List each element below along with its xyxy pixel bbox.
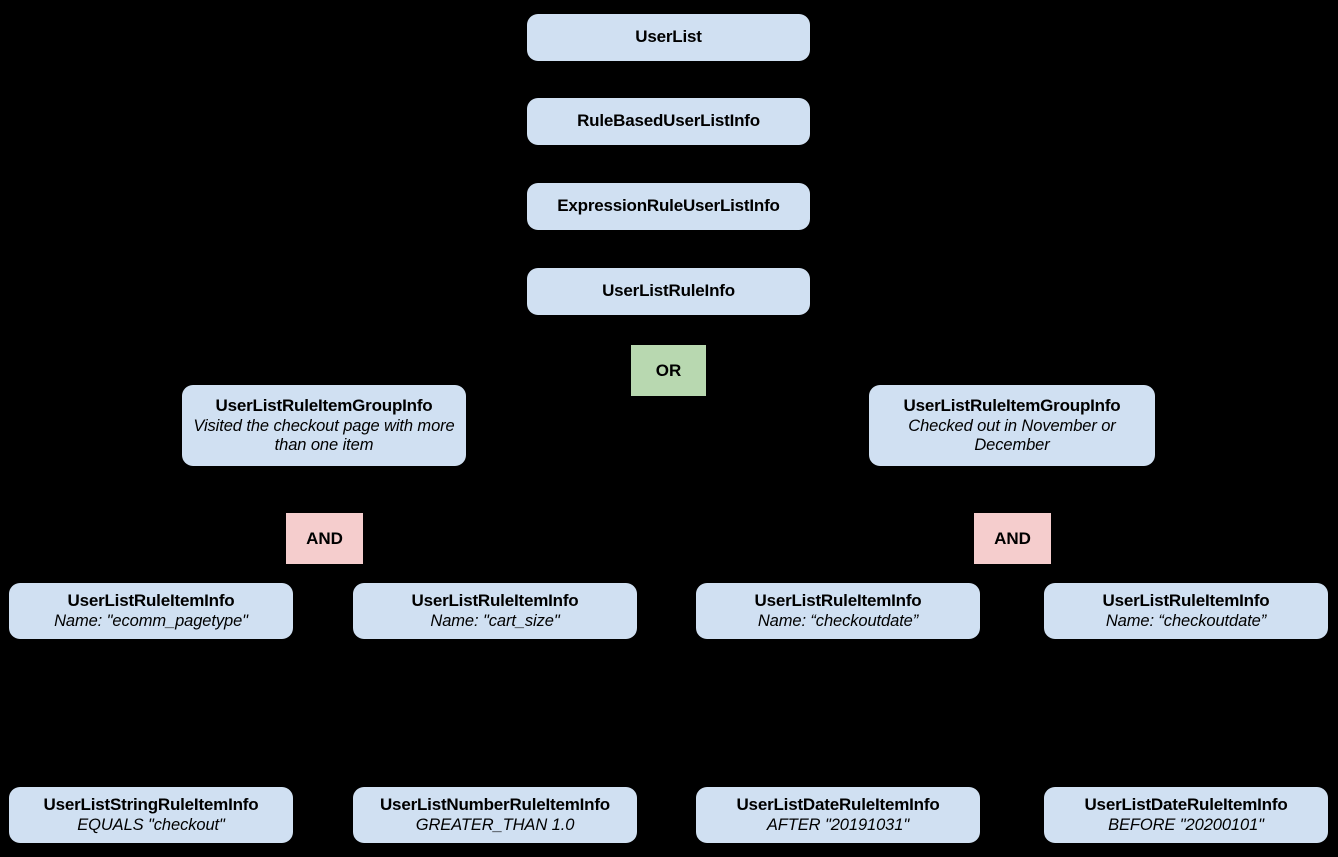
node-title: UserListDateRuleItemInfo <box>736 794 940 814</box>
node-title: UserListRuleItemGroupInfo <box>903 395 1121 415</box>
node-dateruleitem-after[interactable]: UserListDateRuleItemInfo AFTER "20191031… <box>696 787 980 843</box>
node-title: UserListRuleInfo <box>602 281 735 301</box>
node-detail: AFTER "20191031" <box>766 815 910 834</box>
node-numberruleitem-greater-than[interactable]: UserListNumberRuleItemInfo GREATER_THAN … <box>353 787 637 843</box>
node-title: UserListRuleItemInfo <box>67 590 235 610</box>
operator-label: OR <box>655 360 682 380</box>
node-userlist[interactable]: UserList <box>527 14 810 61</box>
node-grouplist-left[interactable]: UserListRuleItemGroupInfo Visited the ch… <box>182 385 466 466</box>
node-title: UserListRuleItemInfo <box>1102 590 1270 610</box>
node-title: UserListRuleItemInfo <box>411 590 579 610</box>
node-detail: Checked out in November or December <box>908 416 1116 455</box>
node-title: RuleBasedUserListInfo <box>577 111 760 131</box>
operator-label: AND <box>306 528 343 548</box>
node-title: UserListRuleItemGroupInfo <box>215 395 433 415</box>
node-title: UserListNumberRuleItemInfo <box>379 794 610 814</box>
node-ruleitem-checkoutdate-after[interactable]: UserListRuleItemInfo Name: “checkoutdate… <box>696 583 980 639</box>
operator-and-left[interactable]: AND <box>286 513 363 564</box>
node-stringruleitem-equals-checkout[interactable]: UserListStringRuleItemInfo EQUALS "check… <box>9 787 293 843</box>
node-ruleitem-ecomm-pagetype[interactable]: UserListRuleItemInfo Name: "ecomm_pagety… <box>9 583 293 639</box>
operator-label: AND <box>994 528 1031 548</box>
node-title: UserListDateRuleItemInfo <box>1084 794 1288 814</box>
node-title: UserListRuleItemInfo <box>754 590 922 610</box>
node-ruleitem-cart-size[interactable]: UserListRuleItemInfo Name: "cart_size" <box>353 583 637 639</box>
node-title: UserList <box>635 27 702 47</box>
arrowhead-icon-right-group <box>999 375 1025 386</box>
node-detail: GREATER_THAN 1.0 <box>415 815 575 834</box>
node-dateruleitem-before[interactable]: UserListDateRuleItemInfo BEFORE "2020010… <box>1044 787 1328 843</box>
node-grouplist-right[interactable]: UserListRuleItemGroupInfo Checked out in… <box>869 385 1155 466</box>
node-title: ExpressionRuleUserListInfo <box>557 196 780 216</box>
node-detail: Name: “checkoutdate” <box>1105 611 1267 630</box>
node-detail: Name: “checkoutdate” <box>757 611 919 630</box>
operator-and-right[interactable]: AND <box>974 513 1051 564</box>
node-detail: BEFORE "20200101" <box>1108 815 1264 834</box>
arrowhead-icon-left-group <box>311 375 337 386</box>
node-detail: Name: "cart_size" <box>430 611 560 630</box>
node-detail: Name: "ecomm_pagetype" <box>54 611 248 630</box>
node-rulebaseduserlistinfo[interactable]: RuleBasedUserListInfo <box>527 98 810 145</box>
node-title: UserListStringRuleItemInfo <box>43 794 259 814</box>
node-expressionruleuserlistinfo[interactable]: ExpressionRuleUserListInfo <box>527 183 810 230</box>
node-userlistruleinfo[interactable]: UserListRuleInfo <box>527 268 810 315</box>
node-ruleitem-checkoutdate-before[interactable]: UserListRuleItemInfo Name: “checkoutdate… <box>1044 583 1328 639</box>
node-detail: Visited the checkout page with more than… <box>193 416 455 455</box>
node-detail: EQUALS "checkout" <box>77 815 225 834</box>
operator-or[interactable]: OR <box>631 345 706 396</box>
